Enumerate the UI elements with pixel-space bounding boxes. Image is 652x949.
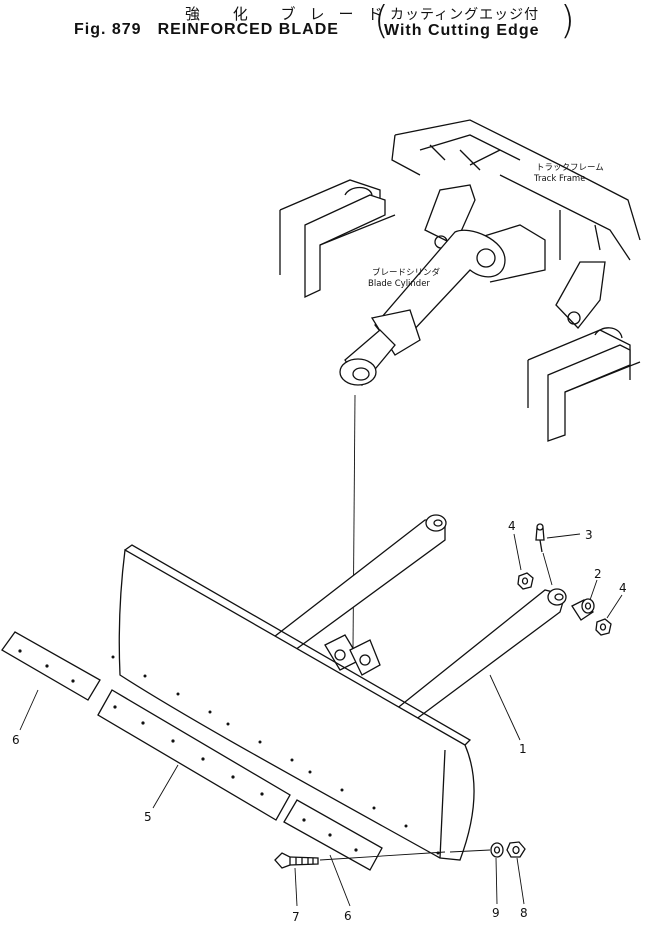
callout-6-left: 6: [12, 733, 20, 747]
blade-frame: [268, 514, 567, 721]
track-frame: [279, 119, 641, 442]
bolt-center-line: [319, 851, 446, 861]
grease-fitting: [535, 523, 545, 553]
callout-1: 1: [519, 742, 527, 756]
blade-cylinder-label-en: Blade Cylinder: [368, 279, 430, 289]
leader-lines: [19, 533, 623, 907]
center-cutting-edge: [97, 689, 291, 821]
blade-cylinder: [339, 229, 506, 387]
figure-number: Fig. 879: [74, 21, 142, 38]
washer: [490, 842, 504, 858]
title-japanese: 強 化 ブレード: [185, 5, 397, 23]
bolt: [274, 852, 319, 869]
end-bit-left: [1, 631, 101, 701]
callout-7: 7: [292, 910, 300, 924]
washer-center-line: [449, 849, 491, 853]
figure-title: 強 化 ブレード Fig. 879 REINFORCED BLADE ( カッティ…: [0, 0, 652, 50]
subtitle-japanese: カッティングエッジ付: [390, 7, 540, 23]
open-paren: (: [374, 0, 389, 42]
callout-4-lower: 4: [619, 581, 627, 595]
callout-5: 5: [144, 810, 152, 824]
blade-cylinder-label-jp: ブレードシリンダ: [372, 267, 441, 278]
end-bit-right: [283, 799, 383, 871]
subtitle-english: With Cutting Edge: [384, 22, 540, 39]
callout-2: 2: [594, 567, 602, 581]
callout-6-right: 6: [344, 909, 352, 923]
track-frame-label-en: Track Frame: [533, 174, 585, 184]
fitting-center-line: [542, 552, 553, 586]
nut-lower: [595, 618, 612, 636]
callout-4-upper: 4: [508, 519, 516, 533]
cylinder-center-line: [352, 394, 356, 649]
bushing: [571, 598, 595, 621]
nut-upper: [517, 572, 534, 590]
nut: [506, 841, 526, 858]
callout-9: 9: [492, 906, 500, 920]
blade-moldboard: [111, 544, 475, 861]
close-paren: ): [560, 0, 575, 42]
callout-3: 3: [585, 528, 593, 542]
callout-8: 8: [520, 906, 528, 920]
part-name: REINFORCED BLADE: [157, 21, 339, 38]
track-frame-label-jp: トラックフレーム: [536, 163, 604, 173]
title-english: Fig. 879 REINFORCED BLADE: [74, 21, 355, 39]
